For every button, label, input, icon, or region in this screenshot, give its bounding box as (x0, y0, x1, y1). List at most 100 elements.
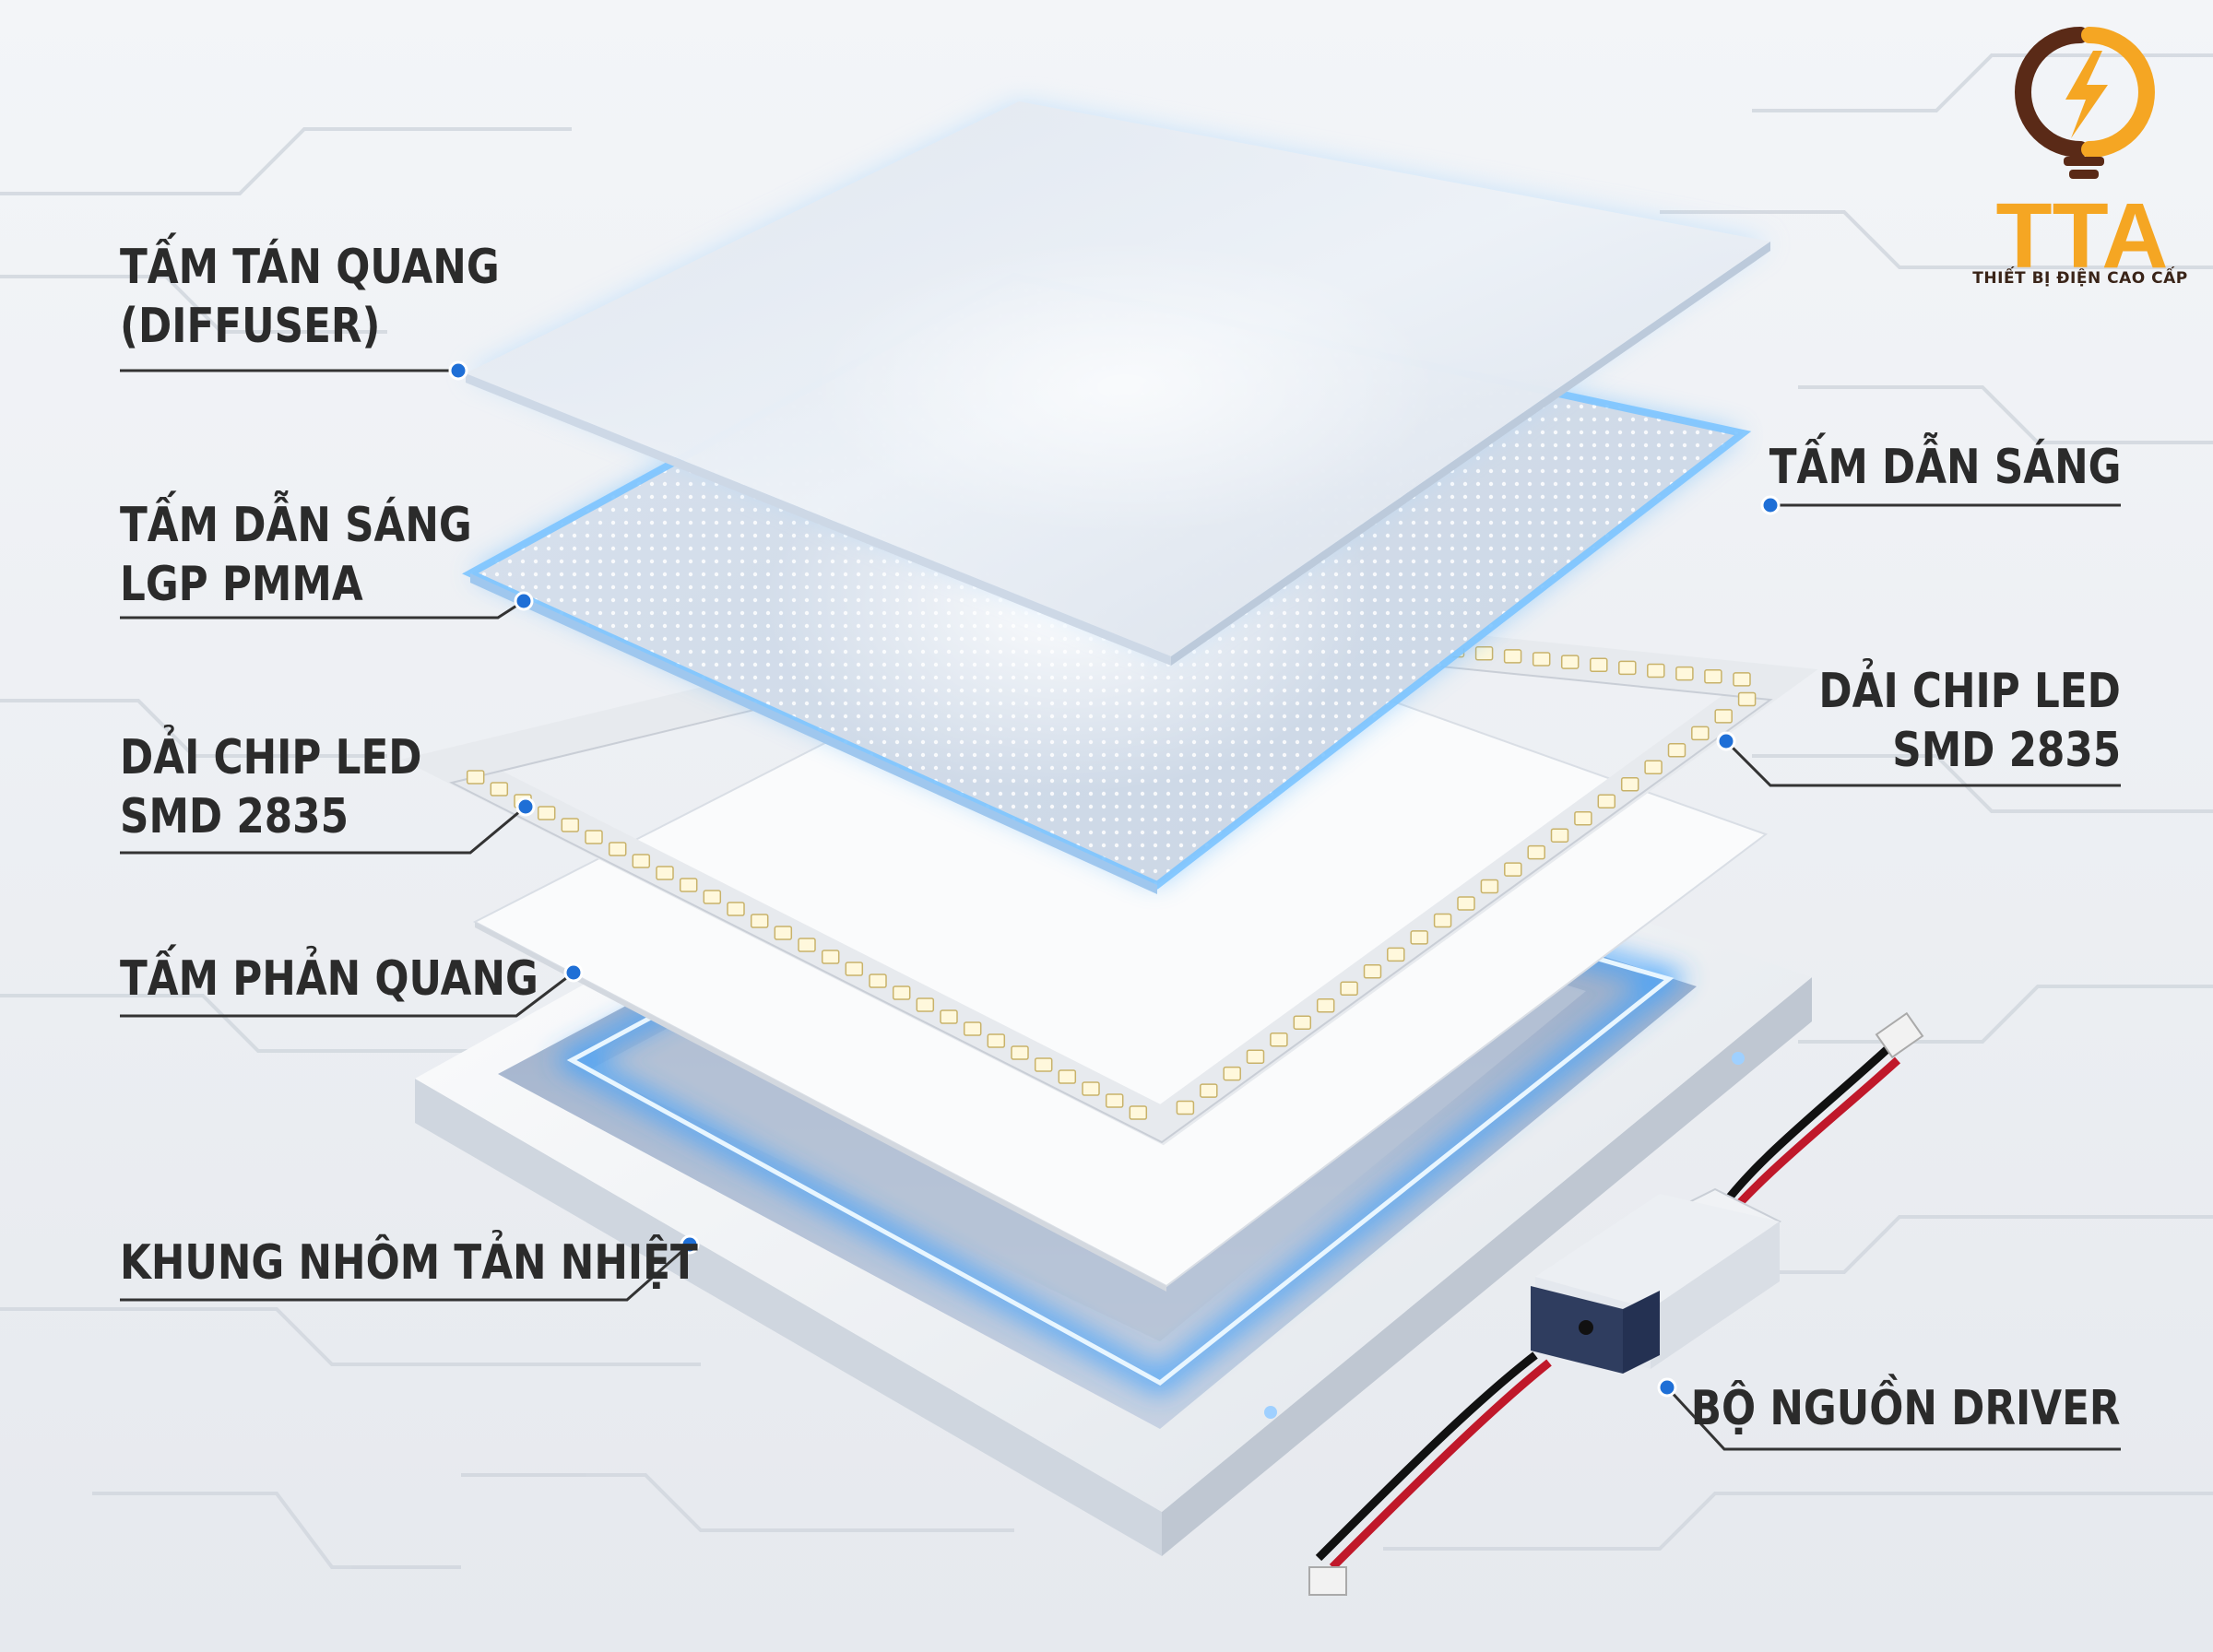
led-chip (1714, 709, 1733, 724)
label-lgp-line2: LGP PMMA (120, 557, 363, 612)
led-chip (1223, 1066, 1241, 1081)
circuit-traces (0, 53, 2213, 1569)
led-chip (537, 806, 556, 820)
led-chip (1176, 1100, 1195, 1115)
led-chip (1704, 669, 1722, 684)
led-chip (1532, 652, 1551, 667)
led-chip (608, 842, 627, 856)
led-chip (987, 1033, 1006, 1048)
led-chip (892, 985, 911, 1000)
led-chip (1733, 672, 1751, 687)
led-chip (1618, 660, 1637, 676)
led-chip (1200, 1083, 1218, 1098)
led-chip (963, 1021, 982, 1036)
led-chip (1433, 913, 1452, 928)
label-led-left-line1: DẢI CHIP LED (120, 730, 422, 785)
led-chip (1550, 828, 1569, 843)
led-chip (1504, 862, 1522, 877)
led-chip (916, 997, 935, 1012)
dot-driver (1657, 1377, 1677, 1398)
led-chip (1527, 844, 1545, 860)
label-lgp-right: TẤM DẪN SÁNG (1769, 440, 2121, 495)
power-driver (1308, 1011, 1924, 1596)
led-chip (1590, 657, 1608, 673)
label-frame: KHUNG NHÔM TẢN NHIỆT (120, 1235, 698, 1291)
dot-led-right (1716, 731, 1736, 751)
led-chip (1560, 655, 1580, 669)
led-chip (1410, 930, 1428, 945)
led-chip (1474, 646, 1494, 661)
led-chip (656, 866, 674, 880)
led-chip (1058, 1069, 1077, 1084)
label-led-right-line1: DẢI CHIP LED (1818, 664, 2121, 719)
dot-reflector (563, 962, 584, 983)
led-chip (561, 818, 580, 832)
led-chip (1597, 794, 1616, 808)
led-chip (1270, 1032, 1288, 1047)
led-chip (940, 1009, 958, 1024)
led-chip (1647, 663, 1665, 678)
led-chip (845, 962, 864, 976)
led-chip (1691, 726, 1710, 741)
led-chip (1667, 743, 1686, 758)
led-chip (1387, 947, 1405, 962)
label-diffuser-line2: (DIFFUSER) (120, 299, 381, 354)
diffuser-plate (466, 101, 1770, 666)
led-chip (821, 950, 840, 964)
led-chip (774, 926, 793, 940)
label-reflector: TẤM PHẢN QUANG (120, 951, 538, 1007)
dot-diffuser (448, 360, 468, 381)
led-chip (727, 902, 745, 916)
leader-led-left (120, 805, 527, 855)
dot-frame (680, 1234, 700, 1255)
led-chip (1105, 1093, 1124, 1108)
led-chip (1363, 964, 1382, 979)
led-chip (1457, 896, 1475, 911)
led-chip (798, 938, 816, 952)
led-chip (1503, 649, 1522, 664)
led-chip (1574, 810, 1592, 826)
leader-led-right (1724, 739, 2121, 787)
led-chip (490, 782, 509, 796)
label-lgp-line1: TẤM DẪN SÁNG (120, 498, 472, 553)
dot-lgp-right (1760, 495, 1781, 515)
led-chip (679, 878, 698, 892)
label-led-left-line2: SMD 2835 (120, 789, 349, 844)
label-led-right-line2: SMD 2835 (1892, 723, 2121, 778)
led-chip (1737, 691, 1757, 707)
led-chip (1129, 1105, 1148, 1120)
label-driver: BỘ NGUỒN DRIVER (1691, 1381, 2121, 1436)
led-chip (585, 830, 603, 844)
led-chip (1620, 777, 1639, 792)
led-chip (1082, 1081, 1100, 1096)
led-chip (703, 890, 722, 904)
leader-lines (120, 360, 2121, 1451)
dot-led-left (515, 796, 536, 817)
led-chip (1246, 1049, 1265, 1064)
logo-brand: TTA (1996, 184, 2169, 288)
led-chip (1316, 998, 1335, 1013)
connector-top (1875, 1011, 1924, 1059)
label-diffuser-line1: TẤM TÁN QUANG (120, 240, 500, 295)
led-chip (1293, 1015, 1312, 1030)
leader-lgp-left (120, 599, 525, 620)
leader-driver (1665, 1386, 2121, 1451)
lightbulb-bolt-icon (2015, 27, 2155, 179)
led-chip (466, 770, 485, 785)
led-chip (750, 914, 769, 928)
leader-frame (120, 1243, 691, 1302)
led-chip (1675, 666, 1694, 681)
led-chip (1034, 1057, 1053, 1072)
led-chip (1644, 760, 1663, 775)
led-chip (869, 974, 887, 988)
led-chip (1011, 1045, 1029, 1060)
leader-reflector (120, 971, 574, 1018)
led-chip (632, 854, 651, 868)
connector-bottom (1308, 1566, 1347, 1596)
dot-lgp-left (514, 591, 534, 611)
logo-tagline: THIẾT BỊ ĐIỆN CAO CẤP (1972, 269, 2188, 288)
tta-logo: TTA (1996, 27, 2169, 288)
led-chip (1340, 981, 1358, 997)
led-chip (1480, 879, 1499, 894)
